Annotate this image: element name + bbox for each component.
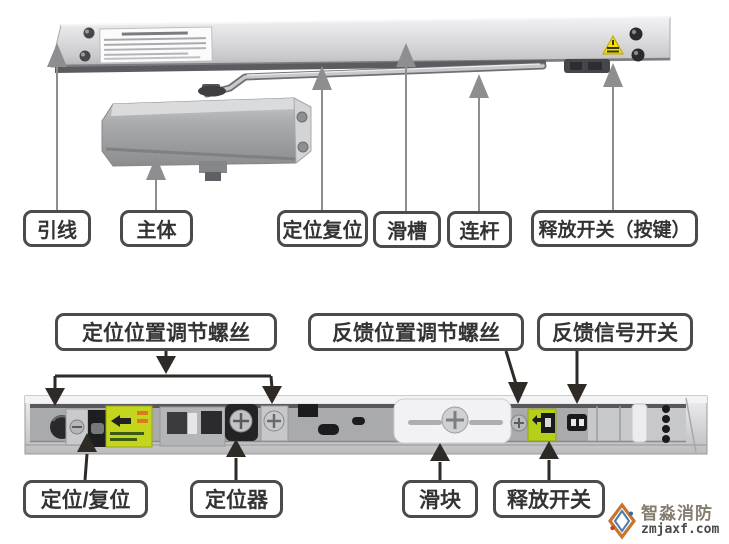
arrow-release-switch-bottom — [539, 441, 559, 480]
label-position-reset: 定位复位 — [277, 210, 368, 247]
arrow-release-switch — [603, 63, 623, 211]
label-link-rod: 连杆 — [447, 211, 512, 248]
screw-highlight — [631, 29, 637, 35]
label-position-reset-bottom: 定位/复位 — [23, 480, 148, 518]
rail-top-face — [25, 396, 707, 403]
rail-top-highlight — [60, 16, 671, 26]
channel-hole — [298, 404, 318, 417]
label-main-body: 主体 — [120, 210, 193, 247]
body-valve — [199, 161, 227, 173]
top-photo-door-closer — [50, 16, 671, 181]
instruction-sticker-green — [105, 405, 153, 448]
watermark: 智淼消防 zmjaxf.com — [606, 501, 719, 541]
end-hole — [662, 435, 670, 443]
rail-channel-groove — [55, 60, 546, 73]
arrow-position-reset — [312, 66, 332, 210]
arrow-position-reset-bottom — [77, 433, 97, 481]
slider-block — [393, 398, 512, 444]
body-top-facet — [111, 98, 296, 116]
channel-top-shadow — [30, 404, 686, 408]
arrow-feedback-screw — [504, 350, 528, 404]
arrow-slide-groove — [396, 43, 416, 212]
rail-screw-icon — [79, 50, 91, 62]
end-white-bar — [631, 403, 648, 443]
rail-end-cut — [685, 397, 697, 453]
release-switch-sticker — [527, 408, 557, 442]
screw-highlight — [81, 52, 85, 57]
rail-screw-icon — [629, 27, 643, 41]
label-release-switch-button: 释放开关（按键） — [531, 210, 698, 247]
arrow-feedback-switch — [567, 351, 587, 404]
end-hole — [662, 425, 670, 433]
warning-triangle-icon — [602, 34, 624, 55]
label-positioner: 定位器 — [190, 480, 283, 518]
plug-pin — [91, 423, 104, 434]
release-switch-component — [564, 59, 610, 73]
watermark-site: zmjaxf.com — [641, 522, 720, 538]
bottom-photo-rail-closeup — [24, 395, 708, 455]
housing-dark-block — [201, 411, 222, 434]
bracket-positioning-screws — [45, 351, 282, 406]
rail-screw-icon — [631, 48, 645, 62]
arrow-positioner — [226, 439, 246, 480]
housing-dark-slot — [167, 412, 187, 434]
arrow-slider — [430, 443, 450, 480]
end-hole — [662, 405, 670, 413]
label-feedback-signal-switch: 反馈信号开关 — [537, 313, 693, 351]
label-slider: 滑块 — [402, 480, 478, 518]
housing-light-slot — [188, 413, 197, 434]
label-release-switch: 释放开关 — [493, 480, 605, 518]
rail-screw-icon — [83, 27, 95, 39]
end-hole — [662, 415, 670, 423]
label-feedback-adjust-screw: 反馈位置调节螺丝 — [308, 313, 524, 351]
product-label-sticker — [99, 26, 213, 64]
arm-knuckle — [198, 85, 226, 97]
end-cap-screw-icon — [297, 141, 309, 153]
label-positioning-adjust-screw: 定位位置调节螺丝 — [55, 313, 277, 351]
screw-highlight — [85, 29, 89, 34]
channel-pill — [352, 417, 365, 425]
arrow-main-body — [146, 156, 166, 210]
closer-main-body — [101, 97, 312, 181]
screw-highlight — [633, 50, 639, 56]
body-end-cap — [293, 97, 312, 165]
brand-logo-icon — [608, 502, 636, 540]
body-valve-screw — [205, 172, 221, 181]
watermark-brand: 智淼消防 — [641, 504, 713, 524]
arrow-lead-wire — [47, 43, 67, 210]
label-lead-wire: 引线 — [23, 210, 91, 247]
bottom-annotation-arrows — [45, 350, 587, 481]
channel-slot — [318, 424, 339, 435]
arrow-link-rod — [469, 74, 489, 212]
feedback-signal-switch — [567, 414, 587, 431]
label-slide-groove: 滑槽 — [373, 211, 441, 248]
end-cap-screw-icon — [296, 111, 308, 123]
top-annotation-arrows — [47, 43, 623, 212]
body-bottom-shade — [105, 147, 297, 161]
